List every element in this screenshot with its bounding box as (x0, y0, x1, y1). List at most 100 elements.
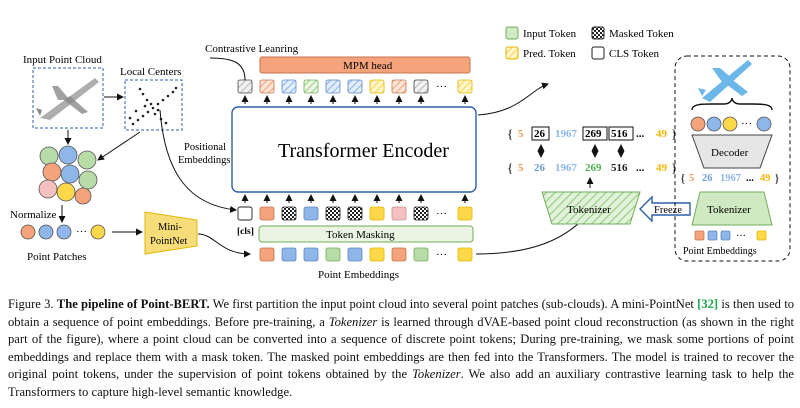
brace-icon (691, 97, 773, 111)
bottom-seq-value: 49 (656, 162, 668, 174)
top-seq-box (531, 126, 550, 141)
legend-input-label: Input Token (523, 28, 577, 40)
tokenizer-token-sequence: { 5 26 1967 269 516 ... 49 } (507, 160, 677, 175)
top-seq-value: 26 (534, 128, 546, 140)
top-seq-value: 49 (656, 128, 668, 140)
input-point-cloud-label: Input Point Cloud (23, 54, 102, 66)
tokenizer-block (541, 191, 641, 225)
cls-token (237, 206, 253, 221)
input-point-cloud-box (32, 67, 104, 129)
legend-masked-label: Masked Token (609, 28, 674, 40)
top-seq-value: 269 (585, 128, 602, 140)
point-embeddings-label: Point Embeddings (318, 269, 399, 281)
mini-pointnet-label-2: PointNet (150, 236, 187, 247)
target-token-sequence: { 5 26 1967 269 516 ... 49 } (507, 126, 677, 141)
pred-up-arrows (241, 95, 469, 104)
bottom-seq-open-brace: { (507, 160, 513, 175)
point-embeddings-row (259, 247, 473, 262)
airplane-point-cloud-icon (36, 78, 99, 120)
mpm-head-label: MPM head (343, 60, 393, 72)
decoder-seq-open-brace: { (680, 171, 686, 185)
contrastive-arrow (209, 57, 246, 81)
top-seq-close-brace: } (671, 126, 677, 141)
point-embeddings-ellipsis: ··· (436, 249, 447, 261)
decoder-label: Decoder (711, 147, 749, 159)
caption-title: The pipeline of Point-BERT. (56, 297, 210, 311)
tokenizer-right-label: Tokenizer (707, 204, 751, 216)
legend-pred-label: Pred. Token (523, 48, 576, 60)
token-match-arrows (537, 144, 625, 158)
point-patch-clusters-icon (38, 145, 98, 205)
point-embeddings-right-label: Point Embeddings (683, 246, 757, 257)
mpm-head-block (259, 56, 471, 74)
caption-tokenizer-term-2: Tokenizer (412, 367, 461, 382)
top-seq-value: ... (636, 128, 645, 140)
local-centers-points-icon (128, 86, 178, 126)
bottom-seq-close-brace: } (671, 160, 677, 175)
arrow-encoder-to-tokens (477, 82, 549, 116)
patches-ellipsis: ··· (76, 226, 87, 238)
figure-caption: Figure 3. The pipeline of Point-BERT. We… (8, 296, 794, 402)
legend-masked-swatch (591, 26, 605, 40)
contrastive-learning-label: Contrastive Leanring (205, 43, 299, 55)
point-patches-label: Point Patches (27, 251, 87, 263)
decoder-seq-value: 5 (689, 173, 694, 184)
top-seq-value: 516 (611, 128, 628, 140)
bottom-seq-value: 5 (518, 162, 524, 174)
reconstructed-airplane-icon (698, 60, 752, 102)
decoder-input-sequence: { 5 26 1967 ... 49 } (680, 171, 780, 185)
encoder-input-tokens-row (237, 206, 473, 221)
top-seq-value: 1967 (555, 128, 578, 140)
right-embeddings-ellipsis: ··· (736, 231, 746, 242)
pred-ellipsis: ··· (436, 81, 447, 93)
legend-cls-label: CLS Token (609, 48, 660, 60)
transformer-encoder-block (231, 106, 477, 193)
caption-text-1: We first partition the input point cloud… (209, 297, 698, 311)
top-seq-open-brace: { (507, 126, 513, 141)
positional-embeddings-arrow (159, 109, 237, 213)
encoder-input-ellipsis: ··· (436, 208, 447, 220)
normalize-label: Normalize (10, 209, 57, 221)
local-centers-label: Local Centers (120, 66, 181, 78)
legend-cls-swatch (591, 46, 605, 60)
caption-text-4: . We also add an auxiliary contrastive l… (8, 367, 794, 399)
top-seq-box (608, 126, 634, 141)
local-centers-box (124, 79, 183, 131)
decoder-seq-close-brace: } (774, 171, 780, 185)
tokenizer-label: Tokenizer (567, 204, 611, 216)
caption-text-2: is then used to obtain a sequence of poi… (8, 297, 794, 329)
positional-embeddings-label-2: Embeddings (178, 155, 231, 166)
freeze-arrow (639, 195, 691, 223)
legend: Input Token Masked Token Pred. Token CLS… (505, 26, 674, 60)
freeze-label: Freeze (654, 205, 682, 216)
tokenizer-right-block (691, 191, 773, 226)
decoder-output-circles (690, 116, 772, 132)
point-patches-icon (20, 224, 106, 240)
decoder-output-ellipsis: ··· (741, 118, 752, 130)
encoder-input-up-arrows (241, 194, 469, 203)
top-seq-box (582, 126, 608, 141)
bottom-seq-value: 269 (585, 162, 602, 174)
top-seq-value: 5 (518, 128, 524, 140)
positional-embeddings-label-1: Positional (184, 142, 226, 153)
legend-input-swatch (505, 26, 519, 40)
bottom-seq-value: ... (636, 162, 645, 174)
decoder-seq-value: 1967 (720, 173, 741, 184)
caption-tokenizer-term: Tokenizer (328, 314, 378, 329)
bottom-seq-value: 26 (534, 162, 546, 174)
caption-text-3: is learned through dVAE-based point clou… (8, 314, 794, 382)
decoder-block (691, 134, 773, 169)
caption-reference-link[interactable]: [32] (697, 297, 719, 311)
caption-prefix: Figure 3. (8, 297, 54, 311)
right-point-embeddings-row (694, 230, 767, 241)
decoder-seq-value: 26 (702, 173, 713, 184)
decoder-seq-value: ... (746, 173, 754, 184)
arrow-centers-to-clusters (97, 131, 141, 161)
dvae-panel (674, 55, 791, 262)
legend-pred-swatch (505, 46, 519, 60)
transformer-encoder-label: Transformer Encoder (278, 140, 449, 162)
decoder-seq-value: 49 (760, 173, 771, 184)
arrow-to-point-embeddings (197, 233, 251, 258)
bottom-seq-value: 516 (611, 162, 628, 174)
token-masking-block (258, 225, 474, 243)
